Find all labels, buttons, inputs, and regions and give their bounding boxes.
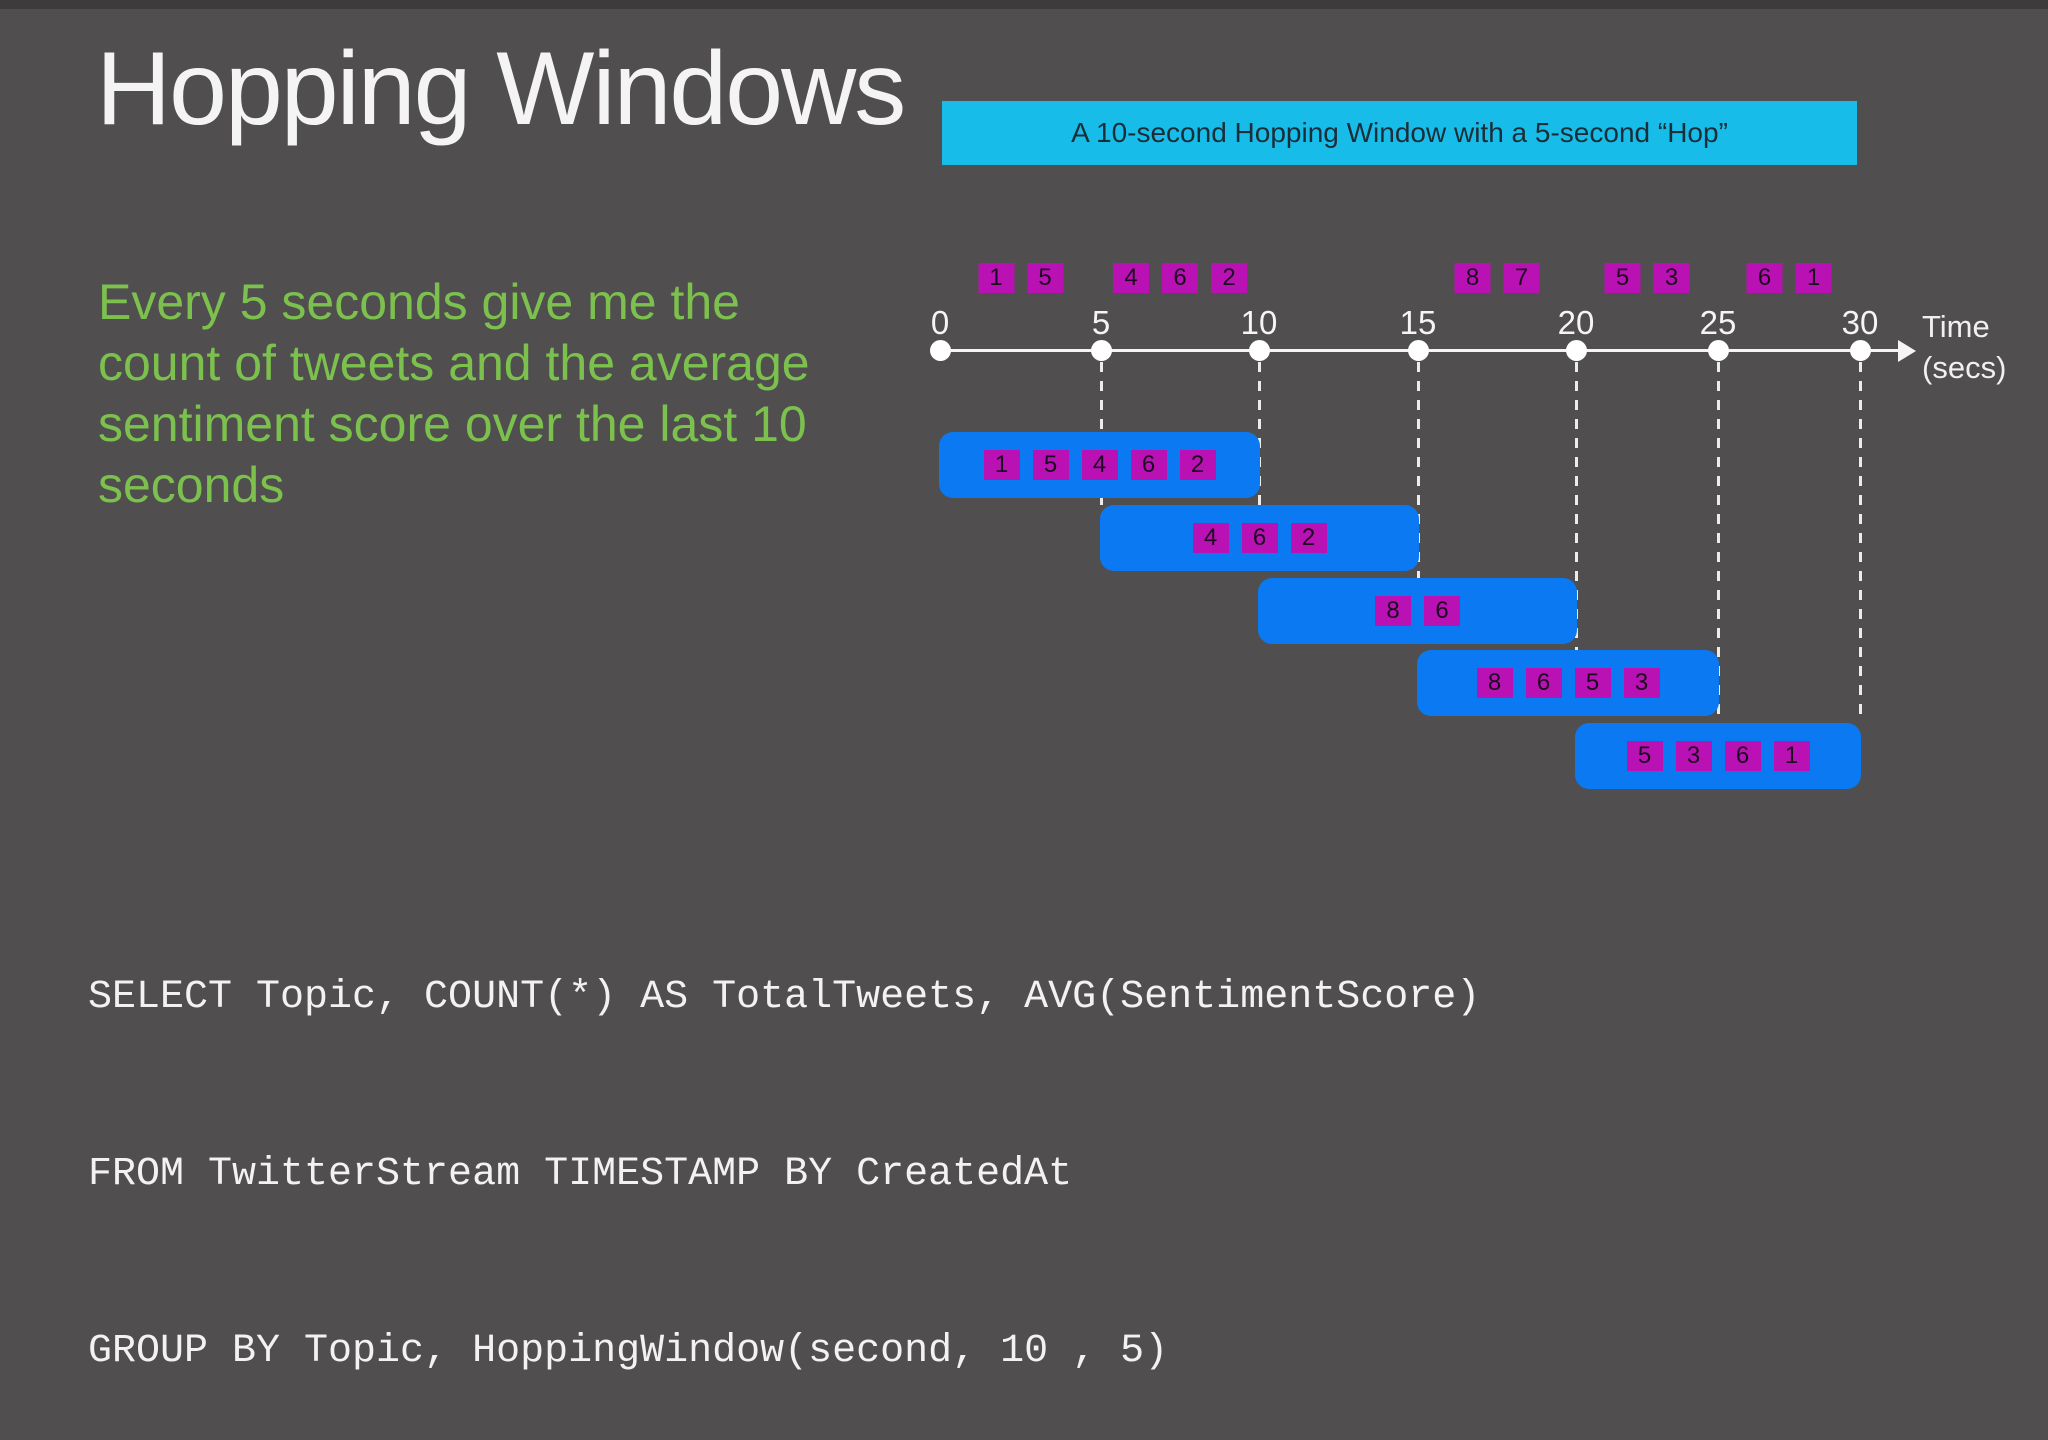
timeline-event-chip: 7 bbox=[1503, 263, 1540, 293]
window-event-chip: 6 bbox=[1130, 450, 1167, 480]
window-event-chip: 8 bbox=[1375, 596, 1411, 626]
tick-dot bbox=[1707, 339, 1729, 361]
tick-dot bbox=[1407, 339, 1429, 361]
tick-label: 20 bbox=[1557, 304, 1595, 341]
window-event-chip: 6 bbox=[1424, 596, 1460, 626]
tick-dot bbox=[1565, 339, 1587, 361]
sql-line: GROUP BY Topic, HoppingWindow(second, 10… bbox=[88, 1329, 1169, 1374]
dashed-gridline bbox=[1417, 362, 1420, 645]
window-event-chip: 2 bbox=[1179, 450, 1216, 480]
timeline-event-chip: 5 bbox=[1027, 263, 1063, 293]
timeline-event-chip: 6 bbox=[1162, 263, 1198, 293]
window-event-chip: 6 bbox=[1724, 741, 1761, 771]
window-event-chip: 3 bbox=[1675, 741, 1712, 771]
description-text: Every 5 seconds give me the count of twe… bbox=[98, 272, 898, 516]
tick-dot bbox=[1090, 339, 1112, 361]
window-event-chip: 5 bbox=[1032, 450, 1069, 480]
slide-top-edge bbox=[0, 0, 2048, 9]
dashed-gridline bbox=[1575, 362, 1578, 652]
timeline-event-chip: 2 bbox=[1211, 263, 1247, 293]
tick-dot bbox=[929, 339, 951, 361]
slide-title: Hopping Windows bbox=[96, 31, 906, 147]
window-event-chip: 1 bbox=[1773, 741, 1810, 771]
timeline-event-chip: 1 bbox=[1795, 263, 1832, 293]
timeline-event-chip: 4 bbox=[1113, 263, 1149, 293]
tick-dot bbox=[1849, 339, 1871, 361]
window-event-chip: 4 bbox=[1081, 450, 1118, 480]
tick-label: 0 bbox=[930, 304, 950, 341]
axis-arrow-icon bbox=[1898, 340, 1916, 362]
sql-line: FROM TwitterStream TIMESTAMP BY CreatedA… bbox=[88, 1152, 1073, 1197]
timeline-event-chip: 6 bbox=[1746, 263, 1783, 293]
tick-label: 15 bbox=[1399, 304, 1437, 341]
window-event-chip: 6 bbox=[1525, 668, 1562, 698]
tick-label: 5 bbox=[1091, 304, 1111, 341]
dashed-gridline bbox=[1717, 362, 1720, 724]
description-line: count of tweets and the average bbox=[98, 335, 810, 391]
hop-banner: A 10-second Hopping Window with a 5-seco… bbox=[942, 101, 1857, 165]
window-event-chip: 8 bbox=[1476, 668, 1513, 698]
time-axis-label: Time (secs) bbox=[1922, 309, 2007, 385]
tick-label: 25 bbox=[1699, 304, 1737, 341]
tick-label: 10 bbox=[1240, 304, 1278, 341]
tick-dot bbox=[1248, 339, 1270, 361]
timeline-event-chip: 5 bbox=[1604, 263, 1641, 293]
window-event-chip: 2 bbox=[1290, 523, 1327, 553]
window-event-chip: 6 bbox=[1241, 523, 1278, 553]
window-event-chip: 4 bbox=[1192, 523, 1229, 553]
dashed-gridline bbox=[1859, 362, 1862, 723]
sql-line: SELECT Topic, COUNT(*) AS TotalTweets, A… bbox=[88, 975, 1481, 1020]
window-event-chip: 1 bbox=[983, 450, 1020, 480]
description-line: seconds bbox=[98, 457, 285, 513]
description-line: Every 5 seconds give me the bbox=[98, 274, 740, 330]
timeline-event-chip: 8 bbox=[1454, 263, 1491, 293]
timeline-event-chip: 1 bbox=[978, 263, 1014, 293]
hop-banner-label: A 10-second Hopping Window with a 5-seco… bbox=[1071, 117, 1728, 148]
description-line: sentiment score over the last 10 bbox=[98, 396, 807, 452]
tick-label: 30 bbox=[1841, 304, 1879, 341]
timeline-event-chip: 3 bbox=[1653, 263, 1690, 293]
window-event-chip: 5 bbox=[1574, 668, 1611, 698]
window-event-chip: 3 bbox=[1623, 668, 1660, 698]
window-event-chip: 5 bbox=[1626, 741, 1663, 771]
